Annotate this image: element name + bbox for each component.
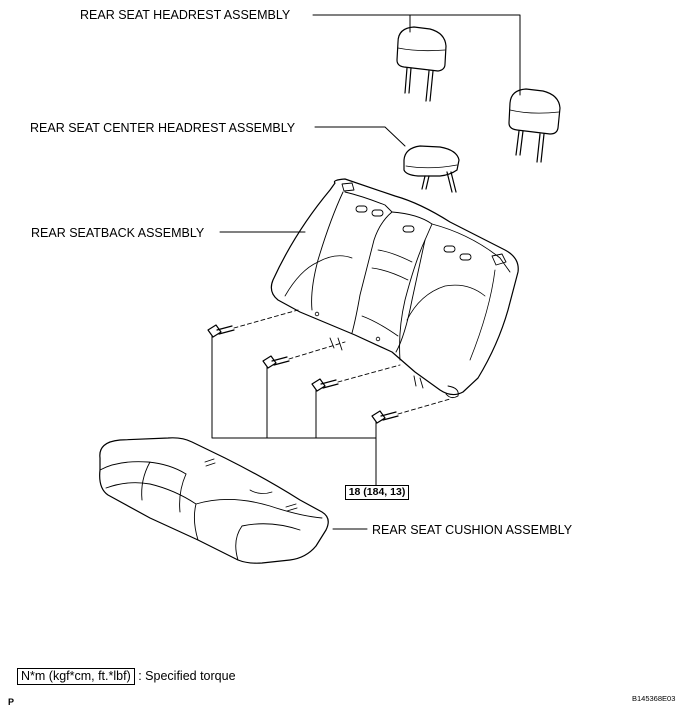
headrest-upper xyxy=(396,26,447,102)
label-seat-cushion: REAR SEAT CUSHION ASSEMBLY xyxy=(372,523,573,537)
headrest-right xyxy=(508,88,561,163)
label-center-headrest: REAR SEAT CENTER HEADREST ASSEMBLY xyxy=(30,121,296,135)
label-rear-seat-headrest: REAR SEAT HEADREST ASSEMBLY xyxy=(80,8,291,22)
bolt-2 xyxy=(262,355,290,369)
bolt-4 xyxy=(371,410,399,424)
seat-cushion xyxy=(99,437,329,564)
bolts xyxy=(207,324,399,424)
torque-legend: N*m (kgf*cm, ft.*lbf) : Specified torque xyxy=(17,668,236,685)
leader-bolts xyxy=(211,335,377,486)
bolt-3 xyxy=(311,378,339,392)
leader-center-headrest xyxy=(314,126,406,147)
label-seatback: REAR SEATBACK ASSEMBLY xyxy=(31,226,205,240)
torque-value-box: 18 (184, 13) xyxy=(345,485,409,500)
leader-lines xyxy=(211,14,521,530)
figure-id: B145368E03 xyxy=(632,694,676,703)
bolt-1 xyxy=(207,324,235,338)
leader-headrest xyxy=(312,14,521,96)
legend-unit-box: N*m (kgf*cm, ft.*lbf) xyxy=(17,668,135,685)
seatback xyxy=(270,178,519,399)
legend-description: : Specified torque xyxy=(138,669,236,683)
corner-code-left: P xyxy=(8,697,15,707)
dashed-guides xyxy=(233,309,451,415)
center-headrest xyxy=(403,145,460,193)
